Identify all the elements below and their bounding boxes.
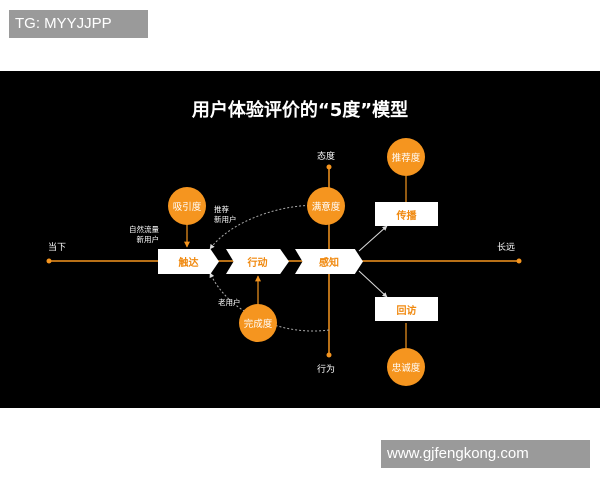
annotation-natural-traffic-line1: 自然流量 bbox=[129, 225, 159, 234]
watermark-bottom-right: www.gjfengkong.com bbox=[381, 440, 590, 468]
annotation-recommended-line1: 推荐 bbox=[214, 205, 229, 214]
branch-spread-box: 传播 bbox=[375, 202, 438, 226]
circle-attraction: 吸引度 bbox=[168, 187, 206, 225]
lower-loop bbox=[209, 272, 330, 332]
axis-left-label: 当下 bbox=[48, 243, 67, 253]
annotation-natural-traffic-line2: 新用户 bbox=[136, 235, 160, 244]
annotation-recommended-line2: 新用户 bbox=[214, 215, 237, 224]
stage-action: 行动 bbox=[226, 249, 289, 274]
axis-right-dot bbox=[516, 258, 522, 264]
stage-perception: 感知 bbox=[295, 249, 363, 274]
watermark-top-left: TG: MYYJJPP bbox=[9, 10, 148, 38]
branch-upper bbox=[358, 225, 388, 252]
axis-right-label: 长远 bbox=[497, 243, 516, 253]
annotation-old-user: 老用户 bbox=[218, 298, 241, 307]
circle-loyalty: 忠诚度 bbox=[387, 348, 425, 386]
branch-lower bbox=[358, 270, 388, 298]
annotation-natural-traffic: 自然流量 新用户 bbox=[129, 225, 159, 245]
circle-recommendation: 推荐度 bbox=[387, 138, 425, 176]
annotation-recommended: 推荐 新用户 bbox=[214, 205, 237, 225]
branch-revisit-box: 回访 bbox=[375, 297, 438, 321]
axis-top-label: 态度 bbox=[317, 152, 336, 162]
axis-bottom-dot bbox=[326, 352, 332, 358]
axis-top-dot bbox=[326, 164, 332, 170]
stage-touch: 触达 bbox=[158, 249, 219, 274]
axis-bottom-label: 行为 bbox=[317, 365, 336, 375]
circle-satisfaction: 满意度 bbox=[307, 187, 345, 225]
diagram-title: 用户体验评价的“5度”模型 bbox=[191, 100, 409, 121]
diagram-panel: 用户体验评价的“5度”模型 当下 长远 态度 行为 bbox=[0, 71, 600, 408]
upper-loop bbox=[209, 204, 330, 250]
axis-left-dot bbox=[46, 258, 52, 264]
circle-completion: 完成度 bbox=[239, 304, 277, 342]
